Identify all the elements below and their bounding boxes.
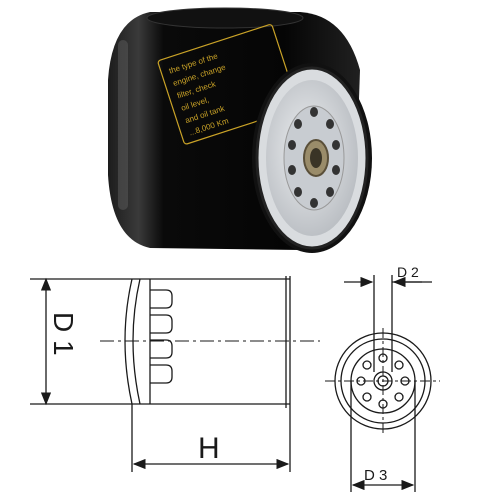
dimension-label-h: H	[198, 432, 220, 465]
oil-holes	[288, 107, 340, 208]
filter-highlight	[118, 40, 128, 210]
filter-top-rim	[146, 7, 304, 29]
dimension-label-d1: D 1	[48, 312, 79, 356]
filter-photo: the type of the engine, change filter, c…	[108, 7, 372, 253]
dimension-label-d2: D 2	[397, 264, 419, 280]
filter-end-face	[252, 63, 372, 253]
seam-teeth	[150, 289, 173, 384]
side-view-drawing	[30, 276, 320, 472]
dimension-label-d3: D 3	[364, 467, 387, 484]
end-view-drawing	[325, 275, 440, 492]
